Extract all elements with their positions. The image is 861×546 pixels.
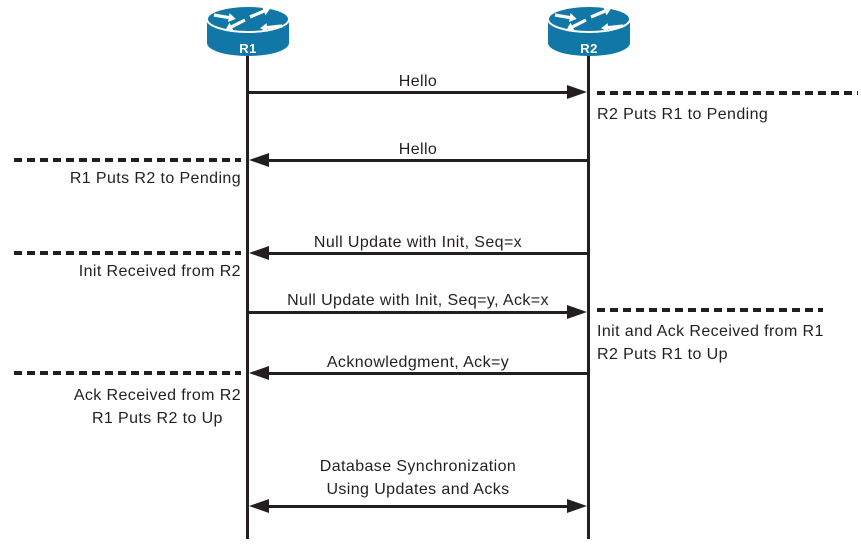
message-arrow-3 [269, 252, 587, 255]
arrowhead-left-icon [249, 499, 269, 513]
message-arrow-1 [249, 91, 567, 94]
message-label-2: Hello [398, 141, 438, 158]
annotation-text-5: Ack Received from R2 R1 Puts R2 to Up [74, 384, 241, 430]
arrowhead-left-icon [249, 153, 269, 167]
annotation-text-3: Init Received from R2 [78, 263, 241, 280]
annotation-dash-5 [14, 371, 241, 375]
message-label-4: Null Update with Init, Seq=y, Ack=x [287, 292, 549, 309]
message-arrow-2 [269, 159, 587, 162]
message-label-6-line-2: Using Updates and Acks [326, 481, 510, 498]
annotation-text-2: R1 Puts R2 to Pending [69, 170, 241, 187]
annotation-text-4: Init and Ack Received from R1 R2 Puts R1… [597, 320, 824, 366]
message-arrow-6 [269, 505, 567, 508]
router-icon: R1 [206, 5, 290, 56]
router-arrow-icon [249, 6, 271, 19]
router-r1: R1 [205, 4, 291, 58]
arrowhead-right-icon [567, 499, 587, 513]
arrowhead-right-icon [567, 85, 587, 99]
lifeline-r1 [246, 56, 249, 539]
router-arrow-icon [260, 23, 283, 33]
router-arrow-icon [590, 6, 612, 19]
router-r2-label: R2 [580, 41, 598, 56]
arrowhead-left-icon [249, 246, 269, 260]
arrowhead-left-icon [249, 366, 269, 380]
message-label-3: Null Update with Init, Seq=x [313, 234, 523, 251]
annotation-text-5-line-2: R1 Puts R2 to Up [91, 410, 223, 427]
annotation-dash-4 [597, 308, 823, 312]
router-r2: R2 [546, 4, 632, 58]
router-r1-label: R1 [239, 41, 257, 56]
router-arrow-icon [213, 13, 236, 23]
router-arrow-icon [225, 18, 246, 31]
message-label-6-line-1: Database Synchronization [319, 458, 517, 475]
message-label-6: Database Synchronization Using Updates a… [249, 455, 587, 501]
annotation-text-4-line-2: R2 Puts R1 to Up [597, 346, 728, 363]
arrowhead-right-icon [567, 305, 587, 319]
router-arrow-icon [566, 18, 587, 31]
router-arrow-icon [601, 23, 624, 33]
router-arrow-icon [554, 13, 577, 23]
message-arrow-5 [269, 372, 587, 375]
annotation-text-4-line-1: Init and Ack Received from R1 [597, 323, 824, 340]
annotation-text-5-line-1: Ack Received from R2 [73, 387, 241, 404]
message-label-5: Acknowledgment, Ack=y [326, 354, 510, 371]
message-label-1: Hello [398, 73, 438, 90]
annotation-dash-1 [597, 91, 858, 95]
router-icon: R2 [547, 5, 631, 56]
message-arrow-4 [249, 311, 567, 314]
lifeline-r2 [587, 56, 590, 539]
annotation-dash-2 [14, 158, 241, 162]
annotation-text-1: R2 Puts R1 to Pending [597, 106, 769, 123]
annotation-dash-3 [14, 251, 241, 255]
